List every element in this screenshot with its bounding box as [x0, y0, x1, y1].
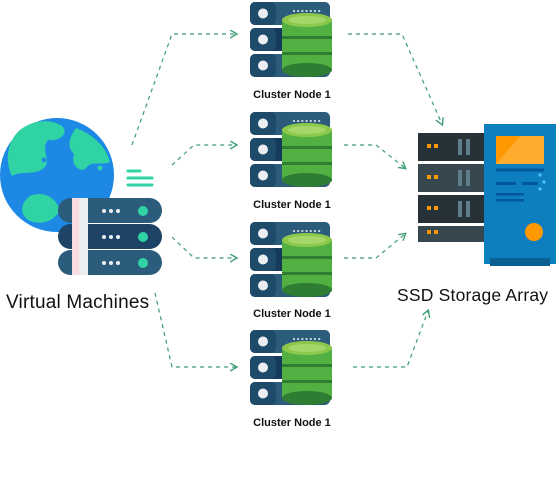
server-with-database-icon	[250, 2, 332, 77]
node-label: Cluster Node 1	[253, 199, 331, 211]
arrow-node-4-to-array	[353, 311, 428, 368]
server-with-database-icon	[250, 222, 332, 297]
arrow-vm-to-node-2	[171, 145, 236, 166]
arrow-node-1-to-array	[348, 33, 442, 124]
arrows-nodes-to-array	[344, 33, 442, 368]
server-with-database-icon	[250, 112, 332, 187]
arrows-vm-to-nodes	[131, 34, 236, 367]
cluster-nodes	[250, 2, 332, 405]
node-label: Cluster Node 1	[253, 89, 331, 101]
server-with-database-icon	[250, 330, 332, 405]
arrow-vm-to-node-1	[131, 34, 236, 146]
target-label: SSD Storage Array	[397, 285, 549, 305]
arrow-vm-to-node-4	[154, 292, 236, 367]
arrow-vm-to-node-3	[171, 236, 236, 258]
vm-server-stack	[58, 198, 162, 275]
storage-array-icon	[418, 124, 556, 266]
arrow-node-2-to-array	[344, 144, 405, 168]
arrow-node-3-to-array	[344, 234, 405, 259]
globe-with-servers-icon	[0, 118, 162, 275]
node-label: Cluster Node 1	[253, 308, 331, 320]
storage-rack	[418, 133, 484, 242]
source-label: Virtual Machines	[6, 292, 150, 313]
node-label: Cluster Node 1	[253, 417, 331, 429]
speed-lines-icon	[126, 169, 154, 187]
